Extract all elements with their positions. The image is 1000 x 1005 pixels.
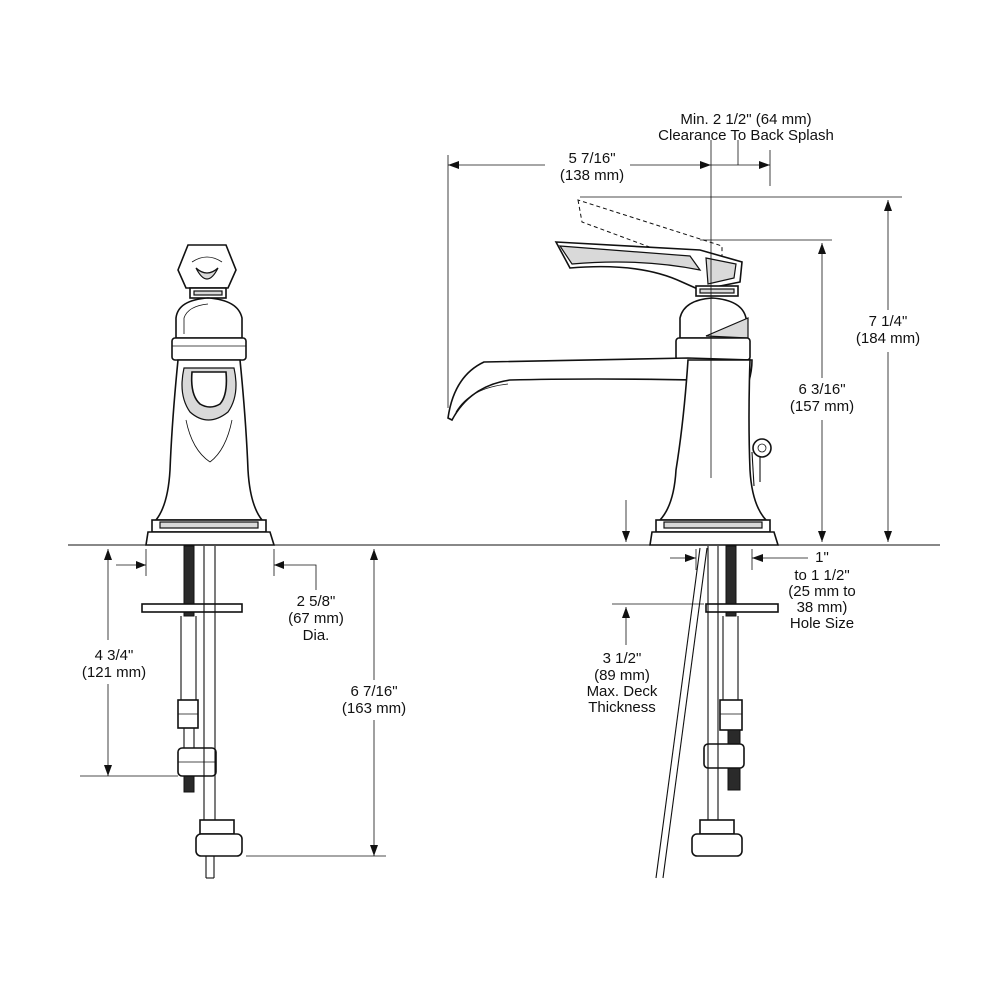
front-mounting-bracket [141, 603, 243, 613]
front-threaded-shank [183, 545, 195, 617]
front-view-underdeck [141, 545, 243, 879]
hole-size-label-line2: to 1 1/2" [794, 567, 849, 584]
front-cap-ring [171, 337, 247, 361]
clearance-label-line2: Clearance To Back Splash [658, 127, 834, 144]
shank-length-label-line2: (121 mm) [82, 664, 146, 681]
side-supply-nut [699, 819, 735, 835]
side-dimension-lines [447, 140, 902, 645]
base-diameter-label-line3: Dia. [303, 627, 330, 644]
deck-thickness-label-line1: 3 1/2" [603, 650, 642, 667]
side-view-faucet [447, 199, 780, 546]
side-threaded-shank [725, 545, 737, 617]
dimension-labels: Min. 2 1/2" (64 mm) Clearance To Back Sp… [82, 111, 920, 717]
hole-size-label-line5: Hole Size [790, 615, 854, 632]
side-lift-rod-knob [752, 438, 772, 458]
spout-height-label-line1: 6 3/16" [798, 381, 845, 398]
front-supply-coupling [195, 833, 243, 857]
hole-size-label-line4: 38 mm) [797, 599, 848, 616]
overall-height-label-line1: 7 1/4" [869, 313, 908, 330]
side-handle-raised-outline [577, 199, 723, 263]
side-lower-coupling [703, 743, 745, 769]
side-cap-ring [675, 337, 751, 361]
supply-length-label-line1: 6 7/16" [350, 683, 397, 700]
base-diameter-label-line2: (67 mm) [288, 610, 344, 627]
front-supply-nut [199, 819, 235, 835]
deck-thickness-label-line4: Thickness [588, 699, 656, 716]
clearance-label-line1: Min. 2 1/2" (64 mm) [680, 111, 811, 128]
supply-length-label-line2: (163 mm) [342, 700, 406, 717]
overall-height-label-line2: (184 mm) [856, 330, 920, 347]
side-shank-nut [719, 699, 743, 731]
side-mounting-bracket [705, 603, 779, 613]
front-view-faucet [145, 244, 276, 546]
base-diameter-label-line1: 2 5/8" [297, 593, 336, 610]
shank-length-label-line1: 4 3/4" [95, 647, 134, 664]
reach-label-line2: (138 mm) [560, 167, 624, 184]
reach-label-line1: 5 7/16" [568, 150, 615, 167]
hole-size-label-line1: 1" [815, 549, 829, 566]
side-view-underdeck [655, 545, 779, 879]
front-cap-dome [175, 297, 243, 339]
side-spout [447, 357, 753, 422]
side-faucet-body [658, 359, 768, 521]
side-supply-coupling [691, 833, 743, 857]
front-dimension-lines [80, 549, 386, 857]
hole-size-label-line3: (25 mm to [788, 583, 856, 600]
spout-height-label-line2: (157 mm) [790, 398, 854, 415]
front-handle-knob [177, 244, 237, 289]
front-escutcheon [145, 531, 276, 546]
deck-thickness-label-line3: Max. Deck [587, 683, 658, 700]
side-escutcheon [649, 531, 780, 546]
deck-thickness-label-line2: (89 mm) [594, 667, 650, 684]
